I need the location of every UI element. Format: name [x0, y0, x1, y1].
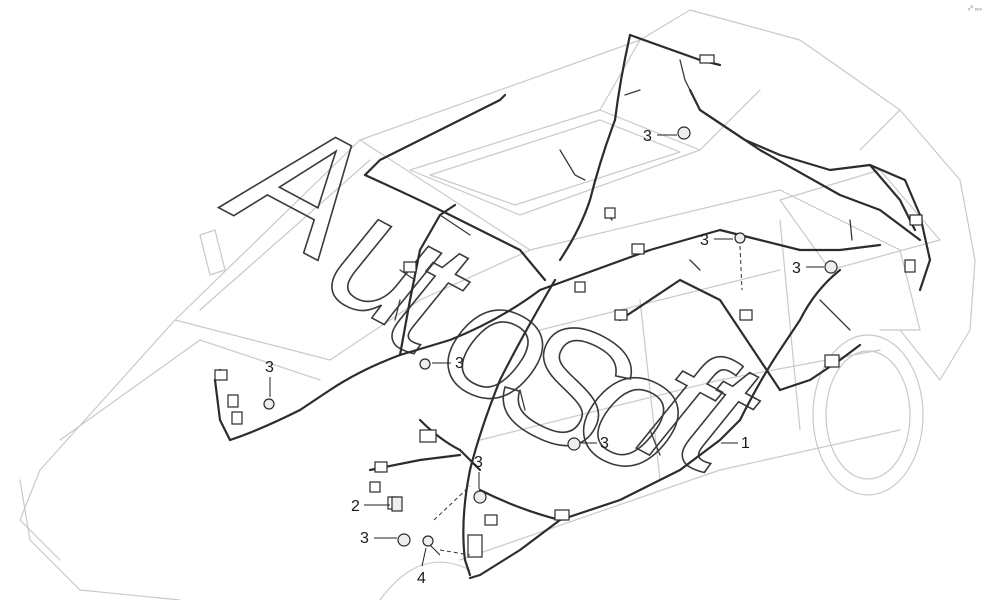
clip: [824, 260, 838, 274]
callout-label: 3: [643, 128, 652, 145]
corner-mark: ₀⁰ ₀₀₀: [968, 5, 983, 12]
clip: [419, 358, 431, 370]
callout-label: 3: [360, 530, 369, 547]
clip: [473, 490, 487, 504]
connector: [231, 411, 243, 425]
connector: [699, 54, 715, 64]
clip: [391, 496, 403, 512]
callout-label: 3: [792, 260, 801, 277]
connector: [554, 509, 570, 521]
callouts: 3 3 3 3 3 3 3 2 3 4 1: [265, 128, 824, 587]
connector: [909, 214, 923, 226]
connector: [484, 514, 498, 526]
connector: [214, 369, 228, 381]
clip: [263, 398, 275, 410]
callout-label: 2: [351, 498, 360, 515]
watermark: A u t o S o f t: [200, 71, 792, 517]
harness-connectors: [214, 54, 923, 558]
callout-label: 3: [265, 359, 274, 376]
clip: [397, 533, 411, 547]
connector: [824, 354, 840, 368]
callout-label: 1: [741, 435, 750, 452]
connector: [403, 261, 417, 273]
connector: [739, 309, 753, 321]
clip: [734, 232, 746, 244]
connector: [631, 243, 645, 255]
callout-label: 4: [417, 570, 426, 587]
connector: [419, 429, 437, 443]
connector: [904, 259, 916, 273]
callout-label: 3: [455, 355, 464, 372]
connector: [604, 207, 616, 219]
connector: [574, 281, 586, 293]
callout-label: 3: [600, 435, 609, 452]
connector: [374, 461, 388, 473]
connector: [227, 394, 239, 408]
callout-label: 3: [700, 232, 709, 249]
clip: [677, 126, 691, 140]
connector: [467, 534, 483, 558]
connector: [369, 481, 381, 493]
connector: [614, 309, 628, 321]
bolt: [422, 535, 434, 547]
callout-label: 3: [474, 454, 483, 471]
clip: [567, 437, 581, 451]
